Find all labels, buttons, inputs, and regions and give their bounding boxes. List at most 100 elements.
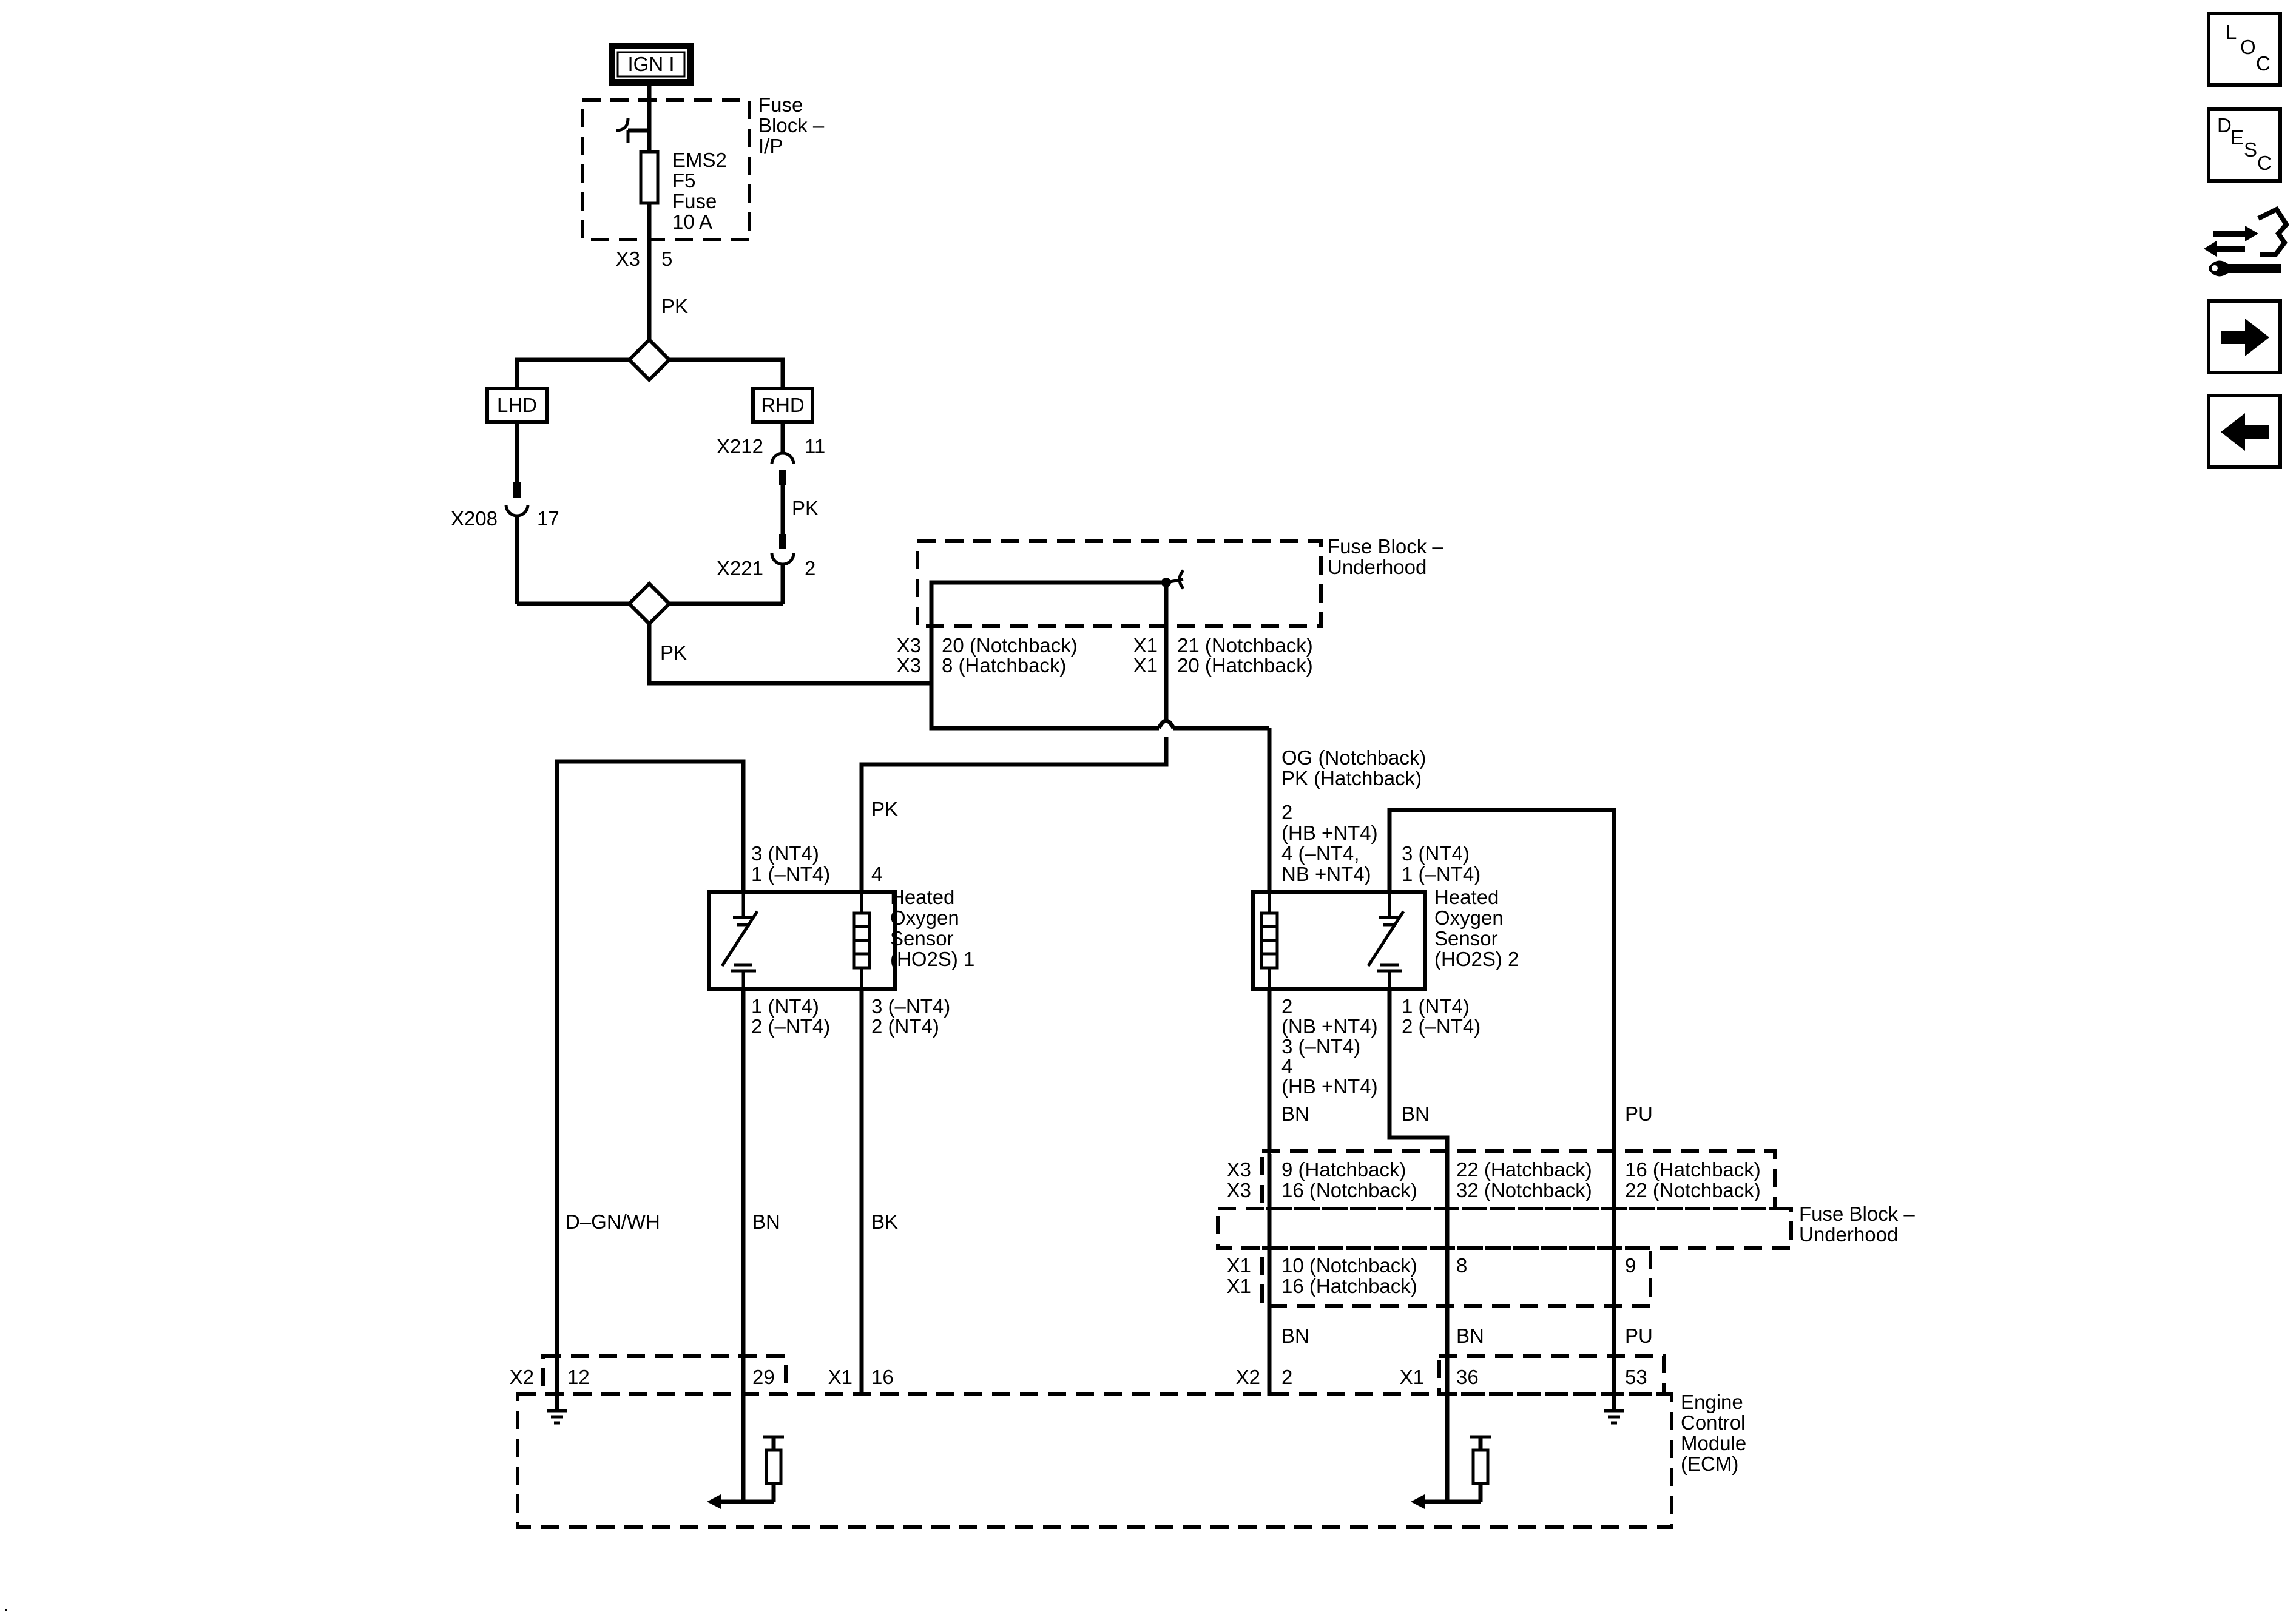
- underhood-upper-right-pin-2: 20 (Hatchback): [1177, 654, 1313, 677]
- ho2s1-bot-right-pin-2: 2 (NT4): [871, 1015, 939, 1038]
- ho2s2-top-left-pin-2: (HB +NT4): [1281, 822, 1378, 844]
- wire-color-bn-3: BN: [1402, 1102, 1430, 1125]
- underhood-lower-x1-col2: 8: [1456, 1254, 1467, 1277]
- ecm-label-3: Module: [1681, 1432, 1746, 1454]
- arrow-left-icon: [2221, 413, 2269, 451]
- wire-color-pk-2: PK: [792, 497, 819, 519]
- ecm-pin-16: 16: [871, 1366, 894, 1388]
- splice-diamond-bottom: [626, 581, 672, 627]
- x212-pin: 11: [805, 435, 825, 457]
- fuse-block-ip-title-3: I/P: [758, 135, 783, 157]
- underhood-lower-x1-conn-1: X1: [1227, 1254, 1251, 1277]
- x208-inline-connector: [504, 504, 530, 518]
- ho2s2-bot-left-pin-4: 4: [1281, 1055, 1292, 1078]
- ho2s2-bot-right-pin-2: 2 (–NT4): [1402, 1015, 1481, 1038]
- ho2s2-top-left-pin-3: 4 (–NT4,: [1281, 842, 1359, 865]
- ho2s2-top-right-pin-1: 3 (NT4): [1402, 842, 1470, 865]
- ho2s1-heater-symbol: [852, 892, 871, 989]
- underhood-lower-title-1: Fuse Block –: [1799, 1203, 1915, 1225]
- ho2s2-label-2: Oxygen: [1434, 906, 1504, 929]
- ho2s1-label-1: Heated: [890, 886, 954, 908]
- underhood-lower-title-2: Underhood: [1799, 1223, 1898, 1246]
- fuse-label-2: F5: [672, 169, 696, 192]
- wire-color-bn-4: BN: [1281, 1325, 1309, 1347]
- rhd-label: RHD: [761, 394, 805, 416]
- underhood-lower-x1-col3: 9: [1625, 1254, 1636, 1277]
- ho2s1-label-2: Oxygen: [890, 906, 959, 929]
- ecm-x2-conn-a: X2: [510, 1366, 534, 1388]
- ho2s1-bot-left-pin-2: 2 (–NT4): [751, 1015, 830, 1038]
- wire-color-pk-3: PK: [660, 641, 687, 664]
- underhood-upper-title-2: Underhood: [1328, 556, 1427, 578]
- ho2s2-heater-symbol: [1260, 892, 1279, 989]
- connector-tools-button[interactable]: [2204, 206, 2289, 277]
- ecm-label-1: Engine: [1681, 1391, 1743, 1413]
- ho2s2-top-left-pin-4: NB +NT4): [1281, 863, 1371, 885]
- underhood-lower-x3-conn-1: X3: [1227, 1158, 1251, 1181]
- wire-color-bn-1: BN: [752, 1210, 780, 1233]
- ho2s2-bot-left-pin-1: 2: [1281, 995, 1292, 1018]
- ecm-ground-right: [1604, 1396, 1624, 1425]
- underhood-lower-x3-col1-2: 16 (Notchback): [1281, 1179, 1417, 1201]
- fuse-ems2-symbol: [639, 150, 660, 205]
- ecm-pin-36: 36: [1456, 1366, 1479, 1388]
- underhood-upper-title-1: Fuse Block –: [1328, 535, 1443, 558]
- ho2s2-switch-symbol: [1366, 808, 1616, 1396]
- underhood-lower-body-outline: [1216, 1207, 1793, 1250]
- ecm-x1-conn-a: X1: [828, 1366, 853, 1388]
- ecm-pin-29: 29: [752, 1366, 775, 1388]
- ho2s1-top-right-pin: 4: [871, 863, 882, 885]
- desc-letter-d: D: [2217, 114, 2232, 137]
- underhood-lower-x1-col1-2: 16 (Hatchback): [1281, 1275, 1417, 1297]
- fuse-ip-connector: X3: [616, 248, 640, 270]
- desc-button[interactable]: D E S C: [2207, 107, 2282, 183]
- fuse-label-1: EMS2: [672, 149, 727, 171]
- arrow-right-icon: [2221, 319, 2269, 356]
- ho2s2-label-4: (HO2S) 2: [1434, 948, 1519, 970]
- ecm-outline: [516, 1392, 1673, 1529]
- fuse-block-ip-outline: [581, 98, 751, 241]
- wire-color-bn-2: BN: [1281, 1102, 1309, 1125]
- ho2s1-switch-symbol: [720, 892, 759, 989]
- connector-wrench-icon: [2204, 206, 2289, 277]
- ho2s1-label-4: (HO2S) 1: [890, 948, 974, 970]
- loc-button[interactable]: L O C: [2207, 12, 2282, 87]
- ho2s1-bot-left-pin-1: 1 (NT4): [751, 995, 819, 1018]
- underhood-lower-x3-col3-2: 22 (Notchback): [1625, 1179, 1761, 1201]
- rhd-option-box: [751, 387, 814, 424]
- previous-button[interactable]: [2207, 394, 2282, 469]
- ecm-pin-12: 12: [567, 1366, 590, 1388]
- wire-color-bk: BK: [871, 1210, 898, 1233]
- loc-letter-o: O: [2240, 36, 2256, 58]
- wire-color-pk-hatchback: PK (Hatchback): [1281, 767, 1422, 789]
- underhood-upper-right-conn-1: X1: [1133, 634, 1158, 657]
- fuse-block-underhood-upper-outline: [916, 539, 1323, 628]
- desc-letter-e: E: [2230, 126, 2244, 149]
- underhood-upper-left-conn-1: X3: [897, 634, 921, 657]
- next-button[interactable]: [2207, 299, 2282, 374]
- underhood-lower-x3-col2-2: 32 (Notchback): [1456, 1179, 1592, 1201]
- page-mark: .: [3, 1593, 8, 1615]
- ecm-pin-53: 53: [1625, 1366, 1647, 1388]
- fuse-ip-pin: 5: [661, 248, 672, 270]
- x212-inline-connector: [770, 451, 795, 465]
- x221-inline-connector: [770, 553, 795, 566]
- underhood-upper-left-pin-1: 20 (Notchback): [942, 634, 1078, 657]
- desc-letter-s: S: [2244, 138, 2257, 161]
- ecm-ground-left: [547, 1396, 567, 1425]
- ecm-label-2: Control: [1681, 1411, 1745, 1434]
- wire-color-bn-5: BN: [1456, 1325, 1484, 1347]
- wire-color-og-notchback: OG (Notchback): [1281, 746, 1426, 769]
- ho2s2-bot-left-pin-2: (NB +NT4): [1281, 1015, 1378, 1038]
- x221-pin: 2: [805, 557, 815, 579]
- ho2s2-sensor-box: [1251, 890, 1427, 991]
- loc-letter-l: L: [2226, 21, 2237, 43]
- x208-pin: 17: [537, 507, 559, 530]
- underhood-upper-right-pin-1: 21 (Notchback): [1177, 634, 1313, 657]
- ecm-x1-conn-b: X1: [1400, 1366, 1424, 1388]
- ho2s2-top-left-pin-1: 2: [1281, 801, 1292, 823]
- lhd-label: LHD: [497, 394, 537, 416]
- ho2s2-bot-right-pin-1: 1 (NT4): [1402, 995, 1470, 1018]
- underhood-lower-x3-conn-2: X3: [1227, 1179, 1251, 1201]
